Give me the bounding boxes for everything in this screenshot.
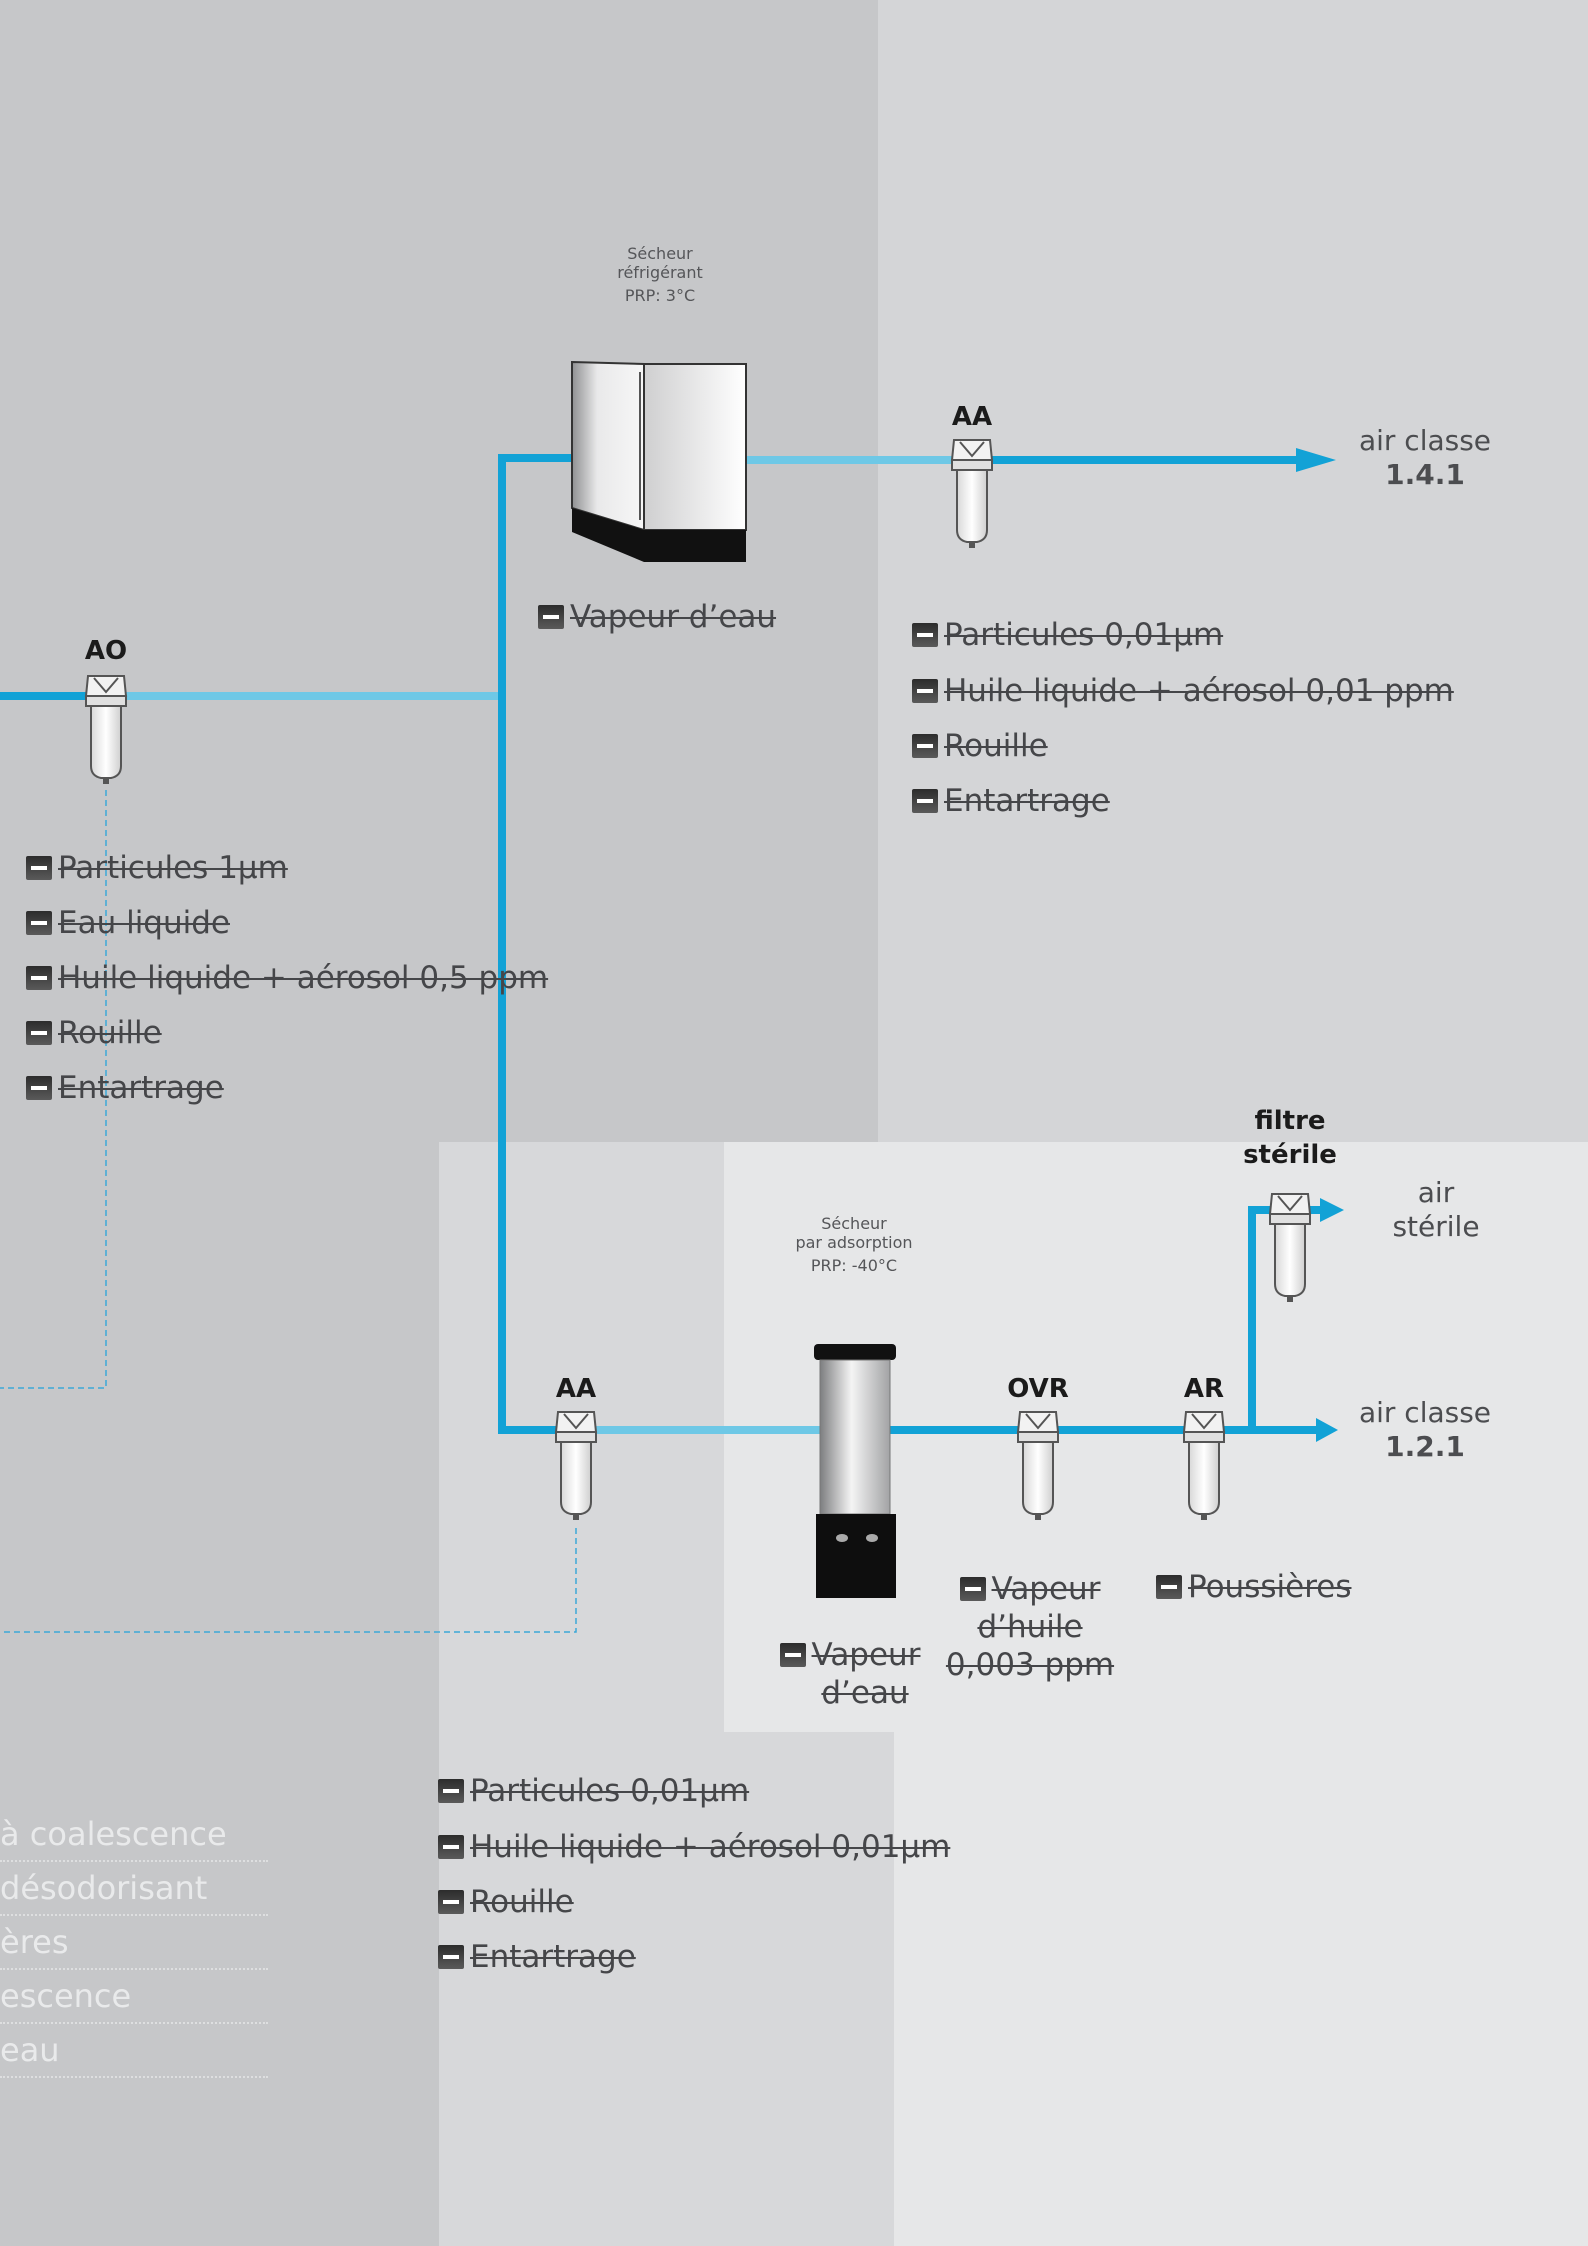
refrigerant-dryer-title-line2: réfrigérant [617,263,703,282]
minus-icon [26,966,52,990]
minus-icon [1156,1575,1182,1599]
legend-item: escence [0,1970,268,2024]
removal-item: Huile liquide + aérosol 0,01µm [438,1828,950,1866]
removal-item: Entartrage [912,782,1110,820]
filter-ao-label: AO [84,636,128,666]
removals-adsorption: Vapeur d’eau [764,1636,936,1712]
minus-icon [912,679,938,703]
removal-item: Poussières [1156,1568,1351,1606]
minus-icon [438,1890,464,1914]
zone-lower-right [894,1142,1588,2246]
filter-ovr-label: OVR [1007,1374,1069,1404]
minus-icon [779,1643,806,1667]
filter-aa-bottom-label: AA [555,1374,597,1404]
removal-item: Particules 1µm [26,849,288,887]
removal-item: Huile liquide + aérosol 0,5 ppm [26,959,548,997]
removal-item: Entartrage [26,1069,224,1107]
filter-ar-label: AR [1183,1374,1225,1404]
removal-item: Particules 0,01µm [912,616,1223,654]
arrow-class-121 [1316,1418,1338,1442]
refrigerant-dryer-title: Sécheur réfrigérant PRP: 3°C [540,244,780,305]
output-class-121: air classe 1.2.1 [1330,1396,1520,1464]
legend: à coalescence désodorisant ères escence … [0,1808,268,2078]
removal-item: Rouille [438,1883,574,1921]
legend-item: ères [0,1916,268,1970]
removal-item: Entartrage [438,1938,636,1976]
minus-icon [26,911,52,935]
removals-ovr: Vapeur d’huile 0,003 ppm [940,1570,1120,1684]
filter-ovr-icon [1017,1411,1059,1521]
minus-icon [438,1835,464,1859]
adsorption-dryer-icon [814,1344,896,1598]
output-class-121-line2: 1.2.1 [1385,1430,1465,1463]
output-sterile-line1: air [1417,1176,1455,1209]
output-class-141-line2: 1.4.1 [1385,458,1465,491]
filter-ar-icon [1183,1411,1225,1521]
legend-item: eau [0,2024,268,2078]
filter-sterile-icon [1269,1193,1311,1303]
output-class-121-line1: air classe [1358,1396,1492,1429]
output-class-141: air classe 1.4.1 [1330,424,1520,492]
refrigerant-dryer-prp: PRP: 3°C [624,286,696,305]
output-class-141-line1: air classe [1358,424,1492,457]
minus-icon [438,1779,464,1803]
legend-item: à coalescence [0,1808,268,1862]
removal-item: Particules 0,01µm [438,1772,749,1810]
zone-right-upper [878,0,1588,1142]
minus-icon [912,789,938,813]
pipes [0,454,1324,1434]
adsorption-dryer-title-line2: par adsorption [795,1233,913,1252]
refrigerant-dryer-icon [571,360,747,562]
minus-icon [438,1945,464,1969]
adsorption-dryer-title: Sécheur par adsorption PRP: -40°C [714,1214,994,1275]
removal-adsorption-line1: Vapeur [764,1636,936,1674]
minus-icon [912,734,938,758]
filter-sterile-label-line2: stérile [1243,1140,1337,1170]
minus-icon [26,1076,52,1100]
adsorption-dryer-title-line1: Sécheur [821,1214,887,1233]
minus-icon [26,856,52,880]
removal-item: Rouille [912,727,1048,765]
output-sterile: air stérile [1356,1176,1516,1244]
legend-item: désodorisant [0,1862,268,1916]
arrow-class-141 [1296,448,1336,472]
minus-icon [26,1021,52,1045]
minus-icon [538,605,564,629]
minus-icon [959,1577,986,1601]
removal-ovr-line1: Vapeur [940,1570,1120,1608]
filter-sterile-label: filtre stérile [1220,1104,1360,1172]
removal-ovr-line2: d’huile [977,1609,1083,1645]
adsorption-dryer-prp: PRP: -40°C [810,1256,898,1275]
filter-aa-top-label: AA [951,402,993,432]
removal-adsorption-line2: d’eau [821,1675,909,1711]
output-sterile-line2: stérile [1392,1210,1480,1243]
removal-item: Huile liquide + aérosol 0,01 ppm [912,672,1454,710]
removal-item: Rouille [26,1014,162,1052]
drain-lines [0,790,577,1633]
minus-icon [912,623,938,647]
filter-aa-bottom-icon [555,1411,597,1521]
filter-sterile-label-line1: filtre [1254,1106,1326,1136]
removal-item: Vapeur d’eau [538,598,776,636]
removal-ovr-line3: 0,003 ppm [945,1647,1115,1683]
removal-item: Eau liquide [26,904,230,942]
refrigerant-dryer-title-line1: Sécheur [627,244,693,263]
arrow-sterile [1320,1198,1344,1222]
filter-aa-top-icon [951,439,993,549]
filter-ao-icon [85,675,127,785]
